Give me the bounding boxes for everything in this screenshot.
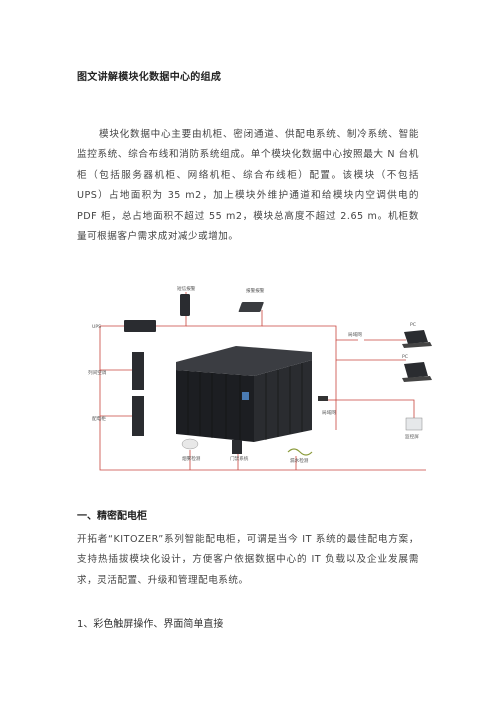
access-control-label: 门禁系统 — [230, 455, 249, 462]
data-center-diagram: 短信报警 报警报警 UPS 列间空调 配电柜 — [88, 285, 432, 471]
pc-top-device: PC — [402, 322, 432, 348]
water-leak-sensor-device: 漏水检测 — [287, 448, 313, 464]
sms-alarm-label: 短信报警 — [177, 285, 196, 292]
ups-label: UPS — [92, 324, 101, 330]
smoke-detector-device: 烟雾检测 — [181, 438, 201, 462]
sound-light-alarm-label: 报警报警 — [246, 287, 265, 294]
access-control-device: 门禁系统 — [230, 440, 249, 462]
wan-label: 局域网 — [348, 331, 362, 338]
ups-device: UPS — [92, 320, 156, 332]
sound-light-alarm-device: 报警报警 — [238, 287, 265, 312]
pc-bottom-label: PC — [402, 354, 408, 360]
smoke-detector-label: 烟雾检测 — [182, 455, 201, 462]
intro-text: 模块化数据中心主要由机柜、密闭通道、供配电系统、制冷系统、智能监控系统、综合布线… — [77, 129, 419, 243]
inrow-ac-device: 列间空调 — [88, 352, 144, 390]
pdu-cabinet-label: 配电柜 — [92, 415, 106, 422]
modular-cabinet-cluster — [176, 346, 312, 442]
inrow-ac-label: 列间空调 — [88, 369, 107, 376]
pdu-cabinet-device: 配电柜 — [92, 396, 144, 436]
pc-top-label: PC — [410, 322, 416, 328]
article-title: 图文讲解模块化数据中心的组成 — [77, 72, 222, 83]
pc-bottom-device: PC — [402, 354, 432, 382]
intro-paragraph: 模块化数据中心主要由机柜、密闭通道、供配电系统、制冷系统、智能监控系统、综合布线… — [77, 125, 419, 247]
section-paragraph-pdu: 开拓者“KITOZER”系列智能配电柜，可谓是当今 IT 系统的最佳配电方案，支… — [77, 530, 419, 591]
monitor-screen-label: 监控屏 — [405, 433, 419, 440]
section-heading-pdu: 一、精密配电柜 — [77, 511, 147, 522]
lan-label: 局域网 — [322, 409, 336, 416]
router-device: 局域网 — [318, 396, 336, 416]
wan-node: 局域网 — [348, 331, 362, 338]
monitor-screen-device: 监控屏 — [405, 417, 423, 440]
subheading-touchscreen: 1、彩色触屏操作、界面简单直接 — [77, 619, 224, 630]
sms-alarm-device: 短信报警 — [177, 285, 196, 316]
water-leak-label: 漏水检测 — [290, 457, 309, 464]
section-text-pdu: 开拓者“KITOZER”系列智能配电柜，可谓是当今 IT 系统的最佳配电方案，支… — [77, 534, 419, 586]
